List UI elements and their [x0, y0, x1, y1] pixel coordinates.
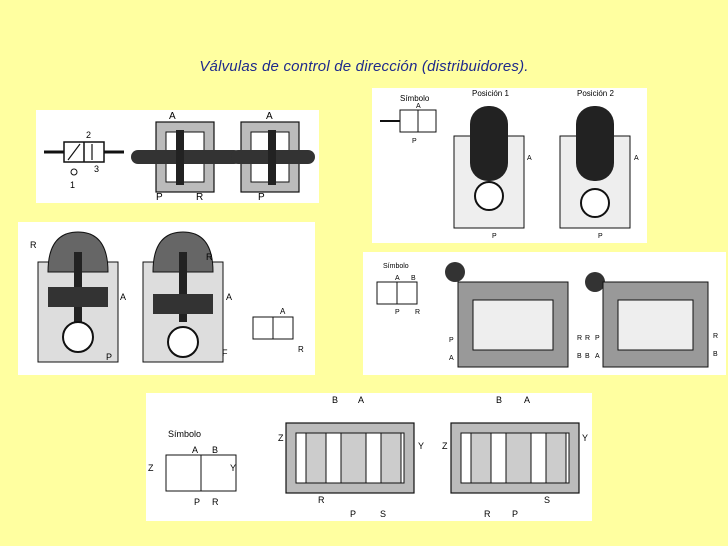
symbol-port-3: 3 [94, 164, 99, 174]
right-valve-port-a: A [266, 111, 273, 122]
figure-panel-1: 2 3 1 A P R A P [36, 110, 319, 203]
left-port-b: B [332, 395, 338, 405]
right-port-p: P [512, 509, 518, 519]
figure-panel-3: R R A P R A F A R [18, 222, 315, 375]
symbol-port-a: A [192, 445, 198, 455]
symbol-port-r: R [415, 309, 420, 316]
right-port-z: Z [442, 441, 448, 451]
symbol-port-a: A [280, 307, 286, 316]
right-valve-port-r: R [585, 335, 590, 342]
position-2-label: Posición 2 [577, 89, 614, 98]
left-port-r: R [318, 495, 325, 505]
pos2-port-a: A [634, 155, 639, 162]
figure-float-valve: Símbolo A B P R P A R B R P B A R B [376, 262, 718, 368]
left-valve-port-b: B [577, 353, 582, 360]
left-valve-port-a: A [449, 355, 454, 362]
figure-poppet-positions: Símbolo Posición 1 Posición 2 A P A P A … [380, 89, 639, 240]
right-port-y: Y [582, 433, 588, 443]
right-valve-port-r-outer: R [713, 333, 718, 340]
left-valve-port-p: P [106, 352, 112, 362]
pos2-port-p: P [598, 233, 603, 240]
symbol-label: Símbolo [168, 429, 201, 439]
left-valve-port-r: R [196, 192, 203, 203]
symbol-port-y: Y [230, 463, 236, 473]
right-valve-port-b-outer: B [713, 351, 718, 358]
left-valve-port-r1: R [30, 240, 37, 250]
left-port-z: Z [278, 433, 284, 443]
page-title: Válvulas de control de dirección (distri… [199, 58, 529, 75]
right-valve-port-a: A [226, 292, 232, 302]
symbol-port-p: P [395, 309, 400, 316]
figure-3-2-valve-sections: 2 3 1 A P R A P [44, 111, 315, 203]
symbol-port-b: B [411, 275, 416, 282]
symbol-port-r: R [212, 497, 219, 507]
right-valve-port-p: P [595, 335, 600, 342]
position-1-label: Posición 1 [472, 89, 509, 98]
figure-panel-4: Símbolo A B P R P A R B R P B A R B [363, 252, 726, 375]
right-valve-port-r: R [206, 252, 213, 262]
right-port-a: A [524, 395, 530, 405]
symbol-port-1: 1 [70, 180, 75, 190]
symbol-label: Símbolo [400, 94, 430, 103]
figure-spool-valve: Símbolo A B Z Y P R B A Z Y R P S B A Z … [148, 395, 588, 519]
figure-pilot-valve: R R A P R A F A R [30, 231, 304, 363]
left-port-s: S [380, 509, 386, 519]
symbol-port-p: P [194, 497, 200, 507]
left-valve-port-a: A [120, 292, 126, 302]
right-port-s: S [544, 495, 550, 505]
symbol-port-a: A [416, 103, 421, 110]
right-port-b: B [496, 395, 502, 405]
right-port-r: R [484, 509, 491, 519]
symbol-port-2: 2 [86, 130, 91, 140]
left-valve-port-r: R [577, 335, 582, 342]
left-port-a: A [358, 395, 364, 405]
pos1-port-p: P [492, 233, 497, 240]
left-valve-port-a: A [169, 111, 176, 122]
symbol-port-a: A [395, 275, 400, 282]
figure-panel-5: Símbolo A B Z Y P R B A Z Y R P S B A Z … [146, 393, 592, 521]
left-valve-port-p: P [156, 192, 163, 203]
right-valve-port-a: A [595, 353, 600, 360]
symbol-port-b: B [212, 445, 218, 455]
left-port-y: Y [418, 441, 424, 451]
symbol-port-r: R [298, 345, 304, 354]
right-valve-port-p: P [258, 192, 265, 203]
symbol-port-z: Z [148, 463, 154, 473]
symbol-port-p: P [412, 138, 417, 145]
left-port-p: P [350, 509, 356, 519]
pos1-port-a: A [527, 155, 532, 162]
right-valve-port-b: B [585, 353, 590, 360]
right-valve-port-f: F [222, 348, 228, 358]
symbol-label: Símbolo [383, 263, 409, 270]
left-valve-port-p: P [449, 337, 454, 344]
figure-panel-2: Símbolo Posición 1 Posición 2 A P A P A … [372, 88, 647, 243]
